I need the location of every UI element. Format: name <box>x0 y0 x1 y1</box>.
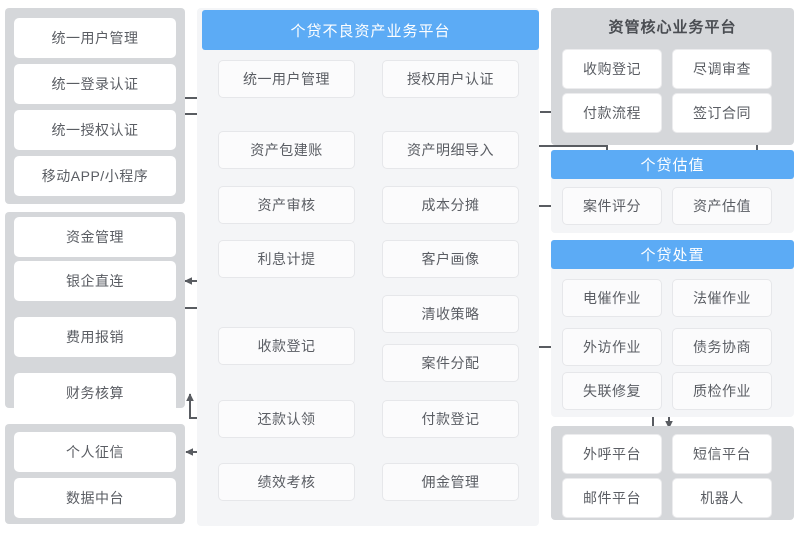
center-node-performance-review[interactable]: 绩效考核 <box>218 463 355 501</box>
center-node-receipt-register[interactable]: 收款登记 <box>218 327 355 365</box>
left-item-unified-login-auth[interactable]: 统一登录认证 <box>14 64 176 104</box>
disposal-header: 个贷处置 <box>551 240 794 269</box>
left-item-unified-user-mgmt[interactable]: 统一用户管理 <box>14 18 176 58</box>
center-node-authorized-user-auth[interactable]: 授权用户认证 <box>382 60 519 98</box>
right-item-email-platform[interactable]: 邮件平台 <box>562 478 662 518</box>
right-item-sms-platform[interactable]: 短信平台 <box>672 434 772 474</box>
right-item-field-visit[interactable]: 外访作业 <box>562 328 662 366</box>
center-node-customer-profile[interactable]: 客户画像 <box>382 240 519 278</box>
left-item-fund-mgmt[interactable]: 资金管理 <box>14 217 176 257</box>
center-node-collection-strategy[interactable]: 清收策略 <box>382 295 519 333</box>
right-item-lost-contact-repair[interactable]: 失联修复 <box>562 372 662 410</box>
left-item-data-midplatform[interactable]: 数据中台 <box>14 478 176 518</box>
center-node-repayment-claim[interactable]: 还款认领 <box>218 400 355 438</box>
center-node-asset-pkg-account[interactable]: 资产包建账 <box>218 131 355 169</box>
right-item-phone-collection[interactable]: 电催作业 <box>562 279 662 317</box>
center-node-cost-allocation[interactable]: 成本分摊 <box>382 186 519 224</box>
right-item-debt-negotiation[interactable]: 债务协商 <box>672 328 772 366</box>
right-item-sign-contract[interactable]: 签订合同 <box>672 93 772 133</box>
center-node-payment-register[interactable]: 付款登记 <box>382 400 519 438</box>
right-item-payment-process[interactable]: 付款流程 <box>562 93 662 133</box>
center-node-asset-review[interactable]: 资产审核 <box>218 186 355 224</box>
left-item-personal-credit[interactable]: 个人征信 <box>14 432 176 472</box>
valuation-header: 个贷估值 <box>551 150 794 179</box>
right-item-asset-valuation[interactable]: 资产估值 <box>672 187 772 225</box>
left-item-unified-authorization[interactable]: 统一授权认证 <box>14 110 176 150</box>
right-item-case-scoring[interactable]: 案件评分 <box>562 187 662 225</box>
core-business-header: 资管核心业务平台 <box>608 18 737 36</box>
left-item-expense-reimbursement[interactable]: 费用报销 <box>14 317 176 357</box>
center-platform-header: 个贷不良资产业务平台 <box>202 10 539 50</box>
left-item-mobile-app[interactable]: 移动APP/小程序 <box>14 156 176 196</box>
right-item-legal-collection[interactable]: 法催作业 <box>672 279 772 317</box>
right-item-due-diligence[interactable]: 尽调审查 <box>672 49 772 89</box>
left-item-bank-direct-connect[interactable]: 银企直连 <box>14 261 176 301</box>
center-node-case-allocation[interactable]: 案件分配 <box>382 344 519 382</box>
center-node-asset-detail-import[interactable]: 资产明细导入 <box>382 131 519 169</box>
right-item-purchase-register[interactable]: 收购登记 <box>562 49 662 89</box>
right-item-robot[interactable]: 机器人 <box>672 478 772 518</box>
center-node-interest-accrual[interactable]: 利息计提 <box>218 240 355 278</box>
center-node-unified-user-mgmt[interactable]: 统一用户管理 <box>218 60 355 98</box>
center-node-commission-mgmt[interactable]: 佣金管理 <box>382 463 519 501</box>
right-item-quality-inspection[interactable]: 质检作业 <box>672 372 772 410</box>
left-item-financial-accounting[interactable]: 财务核算 <box>14 373 176 413</box>
right-item-outbound-call-platform[interactable]: 外呼平台 <box>562 434 662 474</box>
